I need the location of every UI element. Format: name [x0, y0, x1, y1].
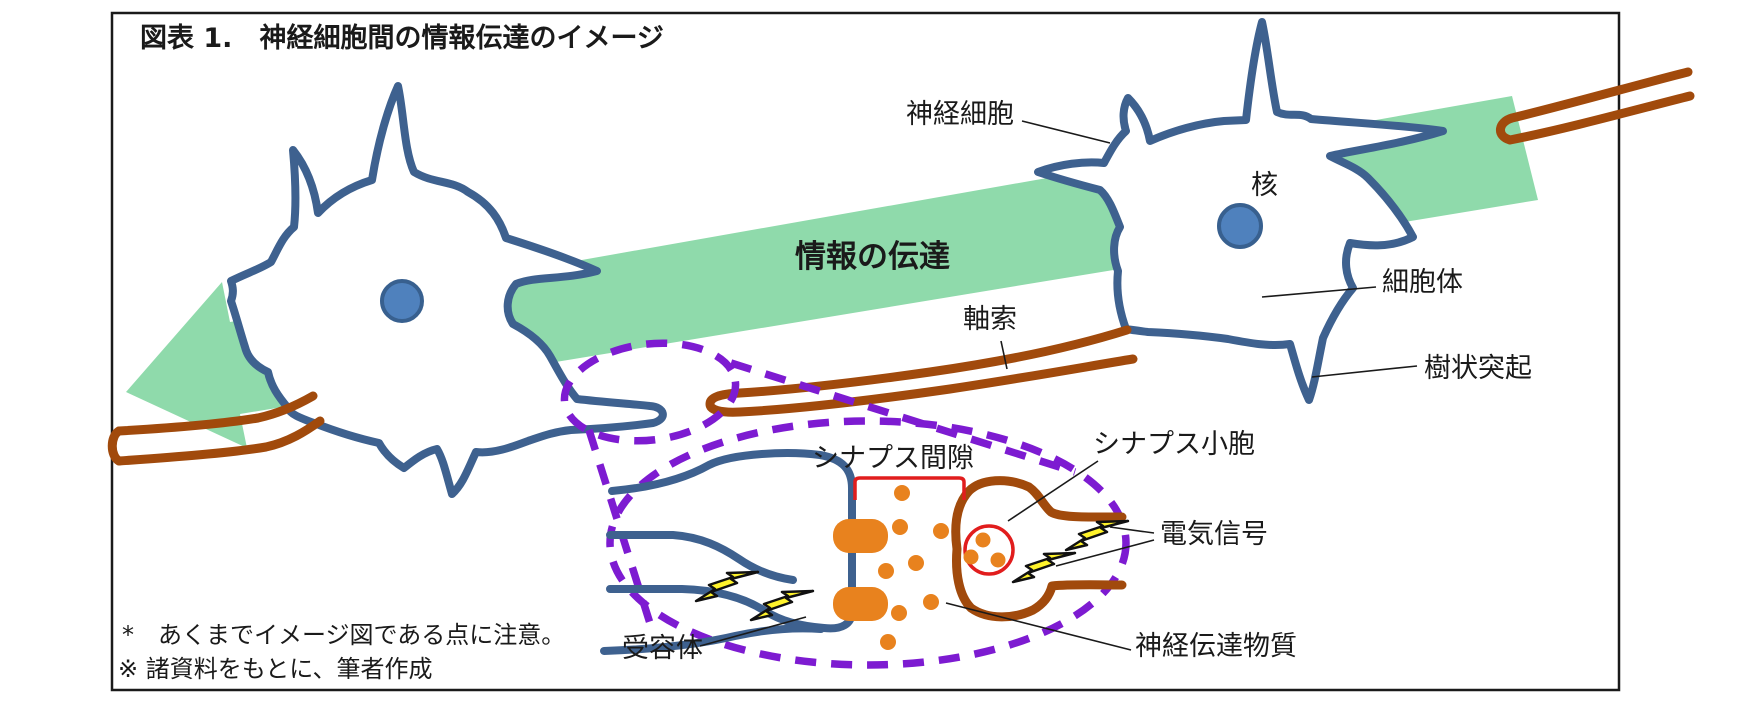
- cell-body-leader: [1261, 286, 1377, 298]
- label-synaptic-cleft: シナプス間隙: [812, 443, 974, 474]
- top-right-axon: [1496, 67, 1695, 145]
- left-neuron-body: [227, 82, 667, 498]
- vesicle-circle: [963, 524, 1015, 576]
- left-neuron: [227, 82, 667, 498]
- bolt-icon: [694, 570, 760, 603]
- label-receptor: 受容体: [622, 633, 703, 664]
- receptor-leader: [699, 616, 807, 647]
- label-nerve-cell: 神経細胞: [906, 99, 1014, 130]
- left-axon-bottom-edge: [114, 416, 325, 466]
- left-neuron-nucleus: [380, 279, 424, 323]
- axons: [107, 67, 1695, 466]
- receptor-upper: [833, 519, 888, 553]
- label-neurotransmitter: 神経伝達物質: [1135, 631, 1297, 662]
- vesicle-dots: [963, 532, 1006, 568]
- label-electrical-signal: 電気信号: [1160, 519, 1268, 550]
- bolt-icon: [1064, 519, 1130, 552]
- synaptic-cleft-bracket: [853, 476, 966, 500]
- label-nucleus: 核: [1251, 170, 1278, 201]
- label-axon: 軸索: [963, 304, 1017, 335]
- neurotransmitter-dots: [878, 485, 949, 650]
- right-neuron: [1034, 18, 1447, 404]
- electrical-signal-bolts: [694, 519, 1130, 622]
- label-synaptic-vesicle: シナプス小胞: [1093, 429, 1255, 460]
- label-cell-body: 細胞体: [1382, 267, 1463, 298]
- left-axon-top-edge: [114, 391, 318, 436]
- synaptic-vesicle-marker: [963, 524, 1015, 576]
- nerve-cell-leader: [1021, 120, 1111, 144]
- signal-leader-2: [1055, 539, 1155, 567]
- terminal-upper-arm-edge: [606, 531, 797, 584]
- bolt-icon: [749, 589, 815, 622]
- signal-leader-1: [1109, 526, 1155, 534]
- footnote-2: ※ 諸資料をもとに、筆者作成: [118, 655, 433, 683]
- postsynaptic-terminal: [951, 476, 1127, 622]
- vesicle-leader: [1007, 460, 1099, 522]
- figure-title: 図表 1. 神経細胞間の情報伝達のイメージ: [140, 23, 664, 54]
- terminal-outline: [606, 449, 856, 633]
- leader-lines: [699, 120, 1418, 651]
- neurotransmitter-leader: [945, 602, 1132, 651]
- left-axon-end-cap: [107, 426, 124, 466]
- callout-source-ellipse: [560, 339, 740, 445]
- callout-zoom-ellipse: [606, 417, 1130, 669]
- receptor-lower: [833, 587, 888, 621]
- dendrite-leader: [1311, 365, 1418, 378]
- footnote-1: * あくまでイメージ図である点に注意。: [122, 621, 566, 649]
- label-dendrite: 樹状突起: [1424, 353, 1532, 384]
- figure-frame: [110, 11, 1621, 692]
- bolt-icon: [1011, 551, 1077, 584]
- axon-leader: [1000, 340, 1008, 370]
- callout-line-right: [729, 359, 1077, 476]
- main-axon: [705, 325, 1138, 417]
- receptors: [833, 519, 888, 621]
- right-neuron-nucleus: [1217, 203, 1263, 249]
- flow-arrow-label: 情報の伝達: [795, 239, 950, 275]
